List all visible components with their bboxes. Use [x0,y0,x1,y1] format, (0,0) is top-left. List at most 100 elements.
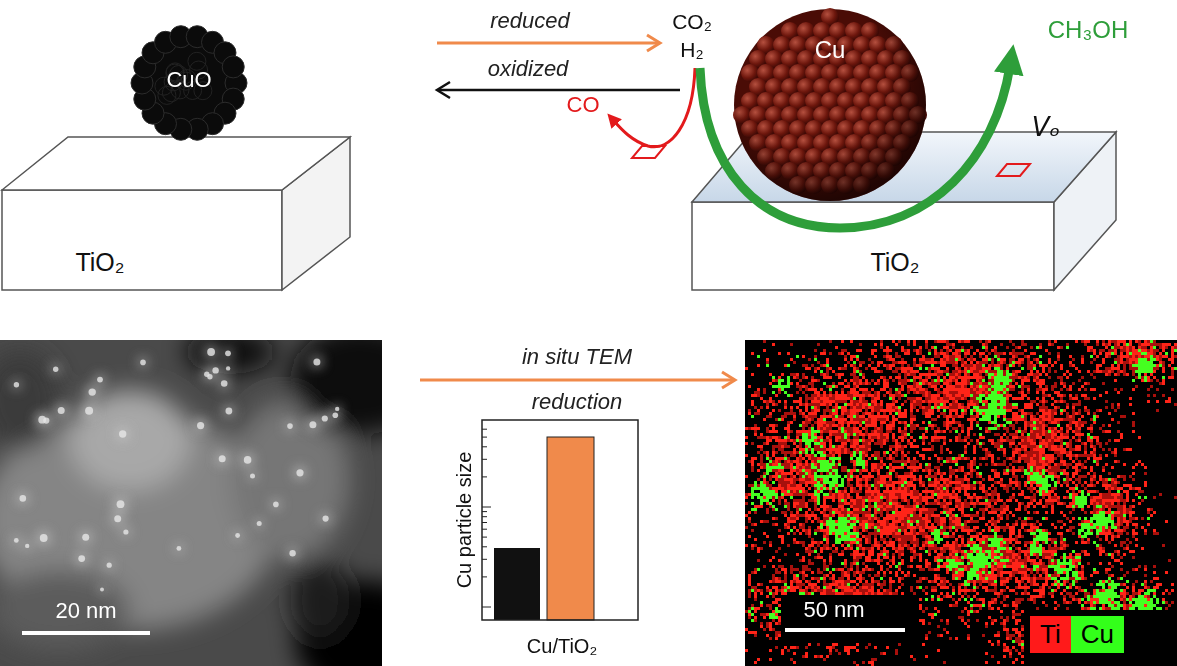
stem-particle-glow [98,586,105,593]
axis-tick [482,459,487,460]
axis-title: Cu particle size [453,452,476,589]
stem-particle-glow [224,365,232,373]
stem-particle [257,521,262,526]
scale-bar [22,631,150,635]
stem-particle-glow [35,413,49,427]
stem-particle [14,382,19,387]
stem-particle-glow [55,404,68,417]
stem-particle-glow [82,404,96,418]
legend: Ti Cu [1030,616,1124,653]
co-pathway-arrow [614,68,695,147]
stem-particle-glow [271,499,281,509]
stem-particle-glow [79,531,92,544]
stem-particle-glow [121,527,130,536]
arrow-label: oxidized [488,56,569,81]
stem-particle [333,413,339,419]
eds-ground [745,340,1177,666]
stem-particle [221,380,228,387]
stem-particle [140,360,146,366]
stem-particle-glow [223,405,235,417]
stem-particle-glow [330,410,340,420]
vacancy-symbol: Vₒ [1032,113,1061,143]
reactant: H₂ [680,38,703,62]
stem-particle [82,534,89,541]
bar-after [547,437,594,620]
oxygen-vacancy [632,146,665,158]
stem-image [0,340,382,666]
stem-particle-glow [233,531,242,540]
stem-particles [14,348,340,591]
bar-before [494,548,540,620]
reduce-arrowhead [647,35,660,51]
tio2-support: TiO₂ [0,135,352,292]
stem-region [0,570,130,650]
stem-particle [225,350,231,356]
stem-particle [244,456,252,464]
stem-particle-glow [23,542,31,550]
stem-particle-glow [287,548,298,559]
stem-particle-glow [216,452,229,465]
axis-tick [482,437,487,438]
stem-particle-glow [138,357,148,367]
cuo-particle: CuO [128,22,250,144]
stem-dark [185,340,275,374]
axis-tick [482,559,487,560]
stem-particle-glow [12,536,21,545]
stem-particle-glow [105,561,114,570]
axis-tick [482,516,487,517]
stem-particle-glow [311,356,323,368]
slab-top-face [692,132,1116,202]
stem-particle-glow [202,369,212,379]
stem-particle [204,372,209,377]
stem-particle [197,422,204,429]
reduction-arrowhead [722,372,735,388]
stem-particle-glow [37,531,51,545]
axis-label: Cu/TiO₂ [527,635,597,658]
legend-text: Cu [1081,619,1114,649]
stem-particle-glow [175,544,184,553]
stem-particle [323,516,329,522]
cu-particle: Cu [735,5,925,205]
stem-particle-glow [86,386,99,399]
stem-region [70,390,190,490]
stem-particle-glow [285,421,295,431]
cu-shading [734,9,926,201]
stem-particle [20,495,27,502]
stem-particle [38,416,46,424]
stem-particle [53,367,58,372]
stem-particle [212,367,218,373]
reactant: CO₂ [672,10,712,34]
axis-tick [482,537,487,538]
stem-particle-glow [95,374,106,385]
stem-particle [117,500,125,508]
stem-particle-glow [111,512,124,525]
axis-tick [482,522,487,523]
stem-dark [290,560,350,640]
stem-particle [250,473,255,478]
eds-cu-signal [748,340,1177,646]
stem-particle-glow [320,513,331,524]
cuo-particle-label: CuO [166,67,211,92]
stem-particle [335,407,339,411]
axis-tick [482,507,491,508]
eds-ti-signal [745,340,1177,666]
stem-particle [226,408,233,415]
stem-particle [97,377,103,383]
axis-tick [482,511,487,512]
product: CH₃OH [1048,16,1128,44]
cu-particle-outline [735,5,925,205]
cu-particle-label: Cu [815,36,846,64]
axis-tick [482,607,491,608]
stem-particle [226,366,230,370]
legend-swatch: Ti [1030,616,1071,653]
axis-tick [482,576,487,577]
stem-particle [289,550,295,556]
legend-swatch: Cu [1071,616,1124,653]
stem-particle-glow [76,552,88,564]
stem-dark [0,350,60,450]
slab-top-face [2,137,350,190]
axis-ticks [482,429,491,607]
cu-core [734,9,926,201]
stem-particle-glow [194,419,207,432]
stem-particle-glow [223,348,234,359]
